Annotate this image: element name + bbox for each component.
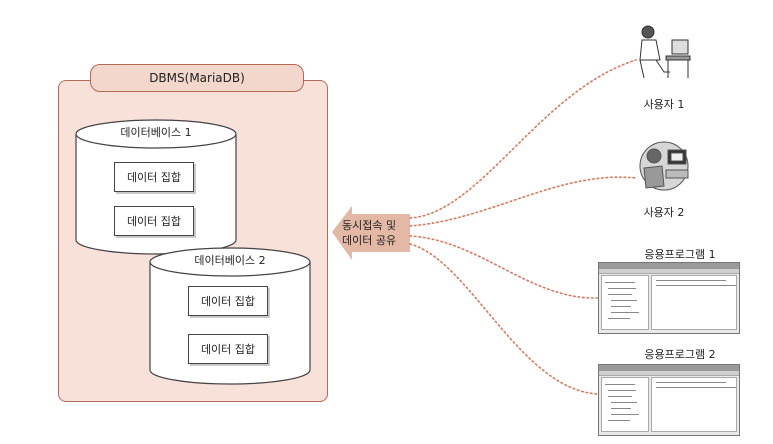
arrow-caption-line-1: 동시접속 및: [342, 219, 397, 232]
app-1-label: 응용프로그램 1: [644, 248, 716, 261]
user-2-label: 사용자 2: [643, 206, 685, 219]
access-arrow: [332, 206, 410, 260]
arrow-caption: 동시접속 및 데이터 공유: [342, 218, 396, 248]
user-2-icon: [639, 141, 689, 191]
data-set-box: 데이터 집합: [188, 286, 268, 316]
data-set-box: 데이터 집합: [114, 162, 194, 192]
user-1-label: 사용자 1: [643, 98, 685, 111]
data-set-box: 데이터 집합: [114, 206, 194, 236]
connection-line-user-1: [409, 59, 637, 219]
application-1-window-icon: [598, 262, 740, 334]
arrow-caption-line-2: 데이터 공유: [342, 234, 397, 247]
dbms-title: DBMS(MariaDB): [90, 64, 304, 92]
connection-line-user-2: [409, 176, 637, 227]
data-set-box: 데이터 집합: [188, 334, 268, 364]
connection-line-app-1: [409, 235, 599, 299]
user-1-icon: [639, 25, 691, 79]
app-2-label: 응용프로그램 2: [644, 348, 716, 361]
connection-line-app-2: [409, 243, 599, 395]
database-2-label: 데이터베이스 2: [194, 254, 266, 267]
database-1-label: 데이터베이스 1: [120, 126, 192, 139]
application-2-window-icon: [598, 364, 740, 436]
